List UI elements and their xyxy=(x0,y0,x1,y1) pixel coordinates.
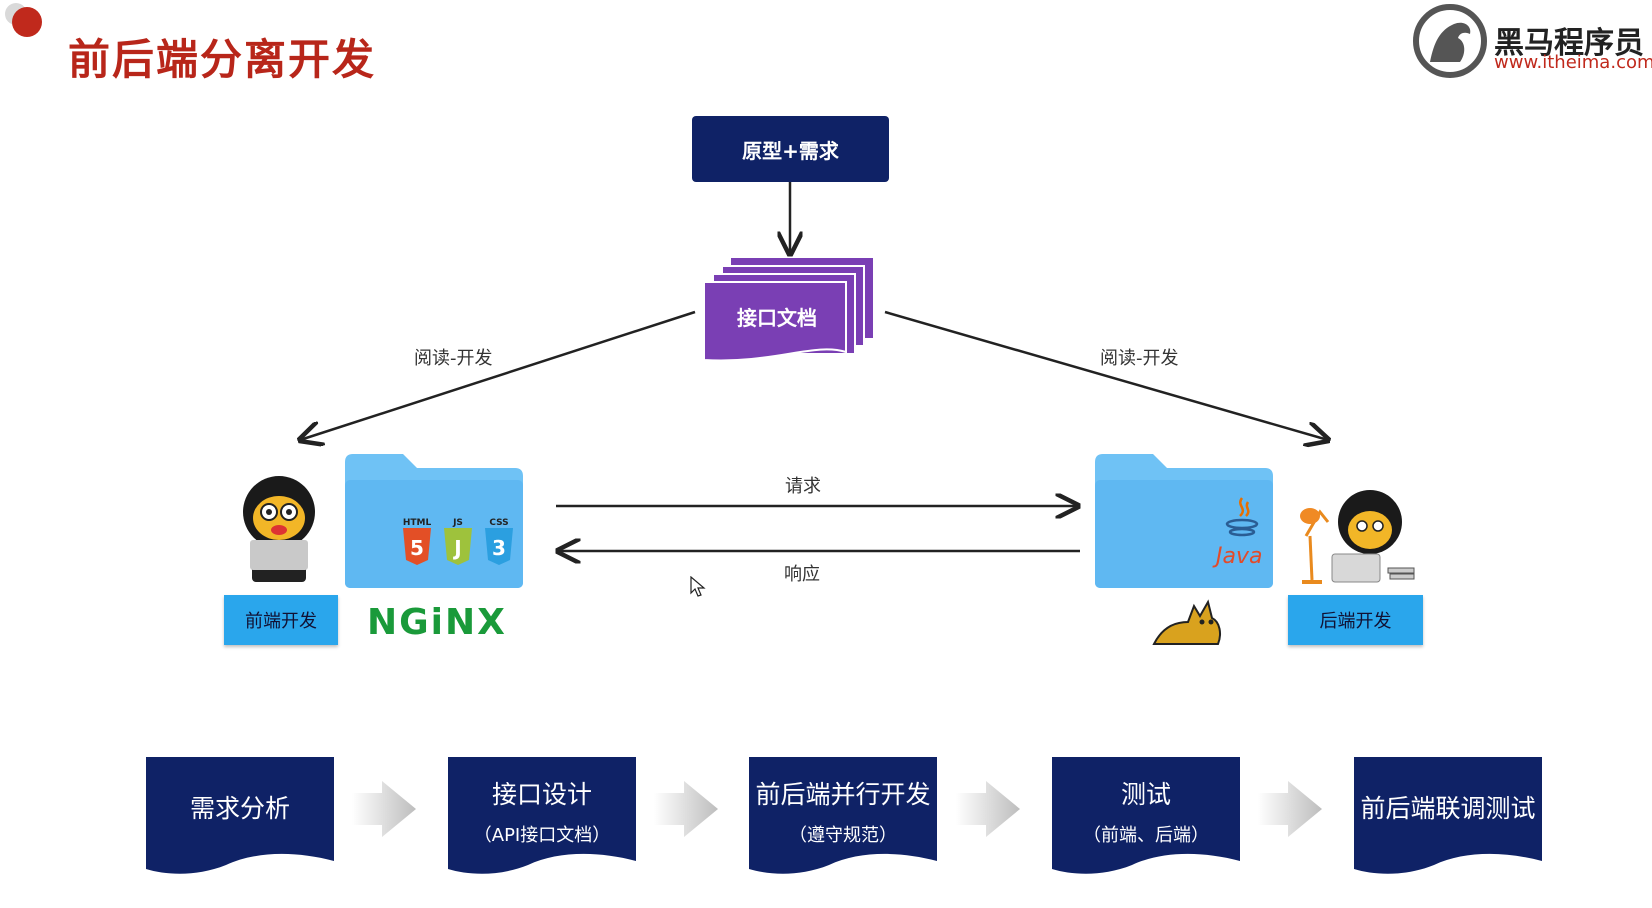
arrow-doc-to-frontend xyxy=(300,310,696,440)
brand-url: www.itheima.com xyxy=(1494,52,1652,73)
html5-shield-icon: 5 xyxy=(403,528,431,565)
step-integration-testing: 前后端联调测试 xyxy=(1360,794,1536,823)
backend-developer-monkey-icon xyxy=(1300,490,1415,584)
step-requirements-analysis: 需求分析 xyxy=(189,794,290,823)
js-badge: JS J xyxy=(441,518,475,570)
request-label: 请求 xyxy=(785,476,821,497)
step-testing: 测试 （前端、后端） xyxy=(1083,780,1209,846)
arrow-doc-to-backend xyxy=(884,310,1328,440)
frontend-developer-monkey-icon xyxy=(243,476,315,582)
page-title: 前后端分离开发 xyxy=(68,35,377,84)
css3-badge: CSS 3 xyxy=(482,518,516,570)
nginx-logo: NGiNX xyxy=(367,602,507,643)
flow-arrow-icon xyxy=(1258,781,1322,837)
frontend-dev-label: 前端开发 xyxy=(224,595,338,645)
html5-badge: HTML 5 xyxy=(400,518,434,570)
flow-arrow-icon xyxy=(654,781,718,837)
svg-text:3: 3 xyxy=(492,536,506,560)
flow-arrow-icon xyxy=(352,781,416,837)
response-label: 响应 xyxy=(784,564,820,585)
step-parallel-development: 前后端并行开发 （遵守规范） xyxy=(755,780,931,846)
read-dev-left-label: 阅读-开发 xyxy=(414,348,493,369)
java-logo-text: Java xyxy=(1216,544,1263,569)
api-doc-label: 接口文档 xyxy=(737,306,817,330)
frontend-folder-icon xyxy=(345,454,523,588)
read-dev-right-label: 阅读-开发 xyxy=(1100,348,1179,369)
tomcat-cat-icon xyxy=(1152,599,1221,645)
mouse-cursor-icon xyxy=(690,576,706,597)
svg-text:5: 5 xyxy=(410,536,424,560)
flow-arrow-icon xyxy=(956,781,1020,837)
api-doc-stack-shape xyxy=(704,258,873,362)
backend-folder-icon xyxy=(1095,454,1273,588)
backend-dev-label: 后端开发 xyxy=(1288,595,1423,645)
java-cup-icon xyxy=(1225,497,1259,537)
brand-name: 黑马程序员 xyxy=(1494,26,1644,61)
slide-bullet-icon xyxy=(5,3,42,37)
process-step-shapes xyxy=(146,757,1542,874)
svg-text:J: J xyxy=(452,536,461,560)
css3-shield-icon: 3 xyxy=(485,528,513,565)
prototype-requirements-box: 原型+需求 xyxy=(692,116,889,182)
web-badges: HTML 5 JS J CSS 3 xyxy=(400,518,516,570)
brand-horse-logo-icon xyxy=(1413,4,1487,78)
js-shield-icon: J xyxy=(444,528,472,565)
prototype-requirements-label: 原型+需求 xyxy=(742,138,839,163)
step-api-design: 接口设计 （API接口文档） xyxy=(473,780,611,846)
process-flow: 需求分析 接口设计 （API接口文档） 前后端并行开发 （遵守规范） 测试 （前… xyxy=(146,757,1546,881)
